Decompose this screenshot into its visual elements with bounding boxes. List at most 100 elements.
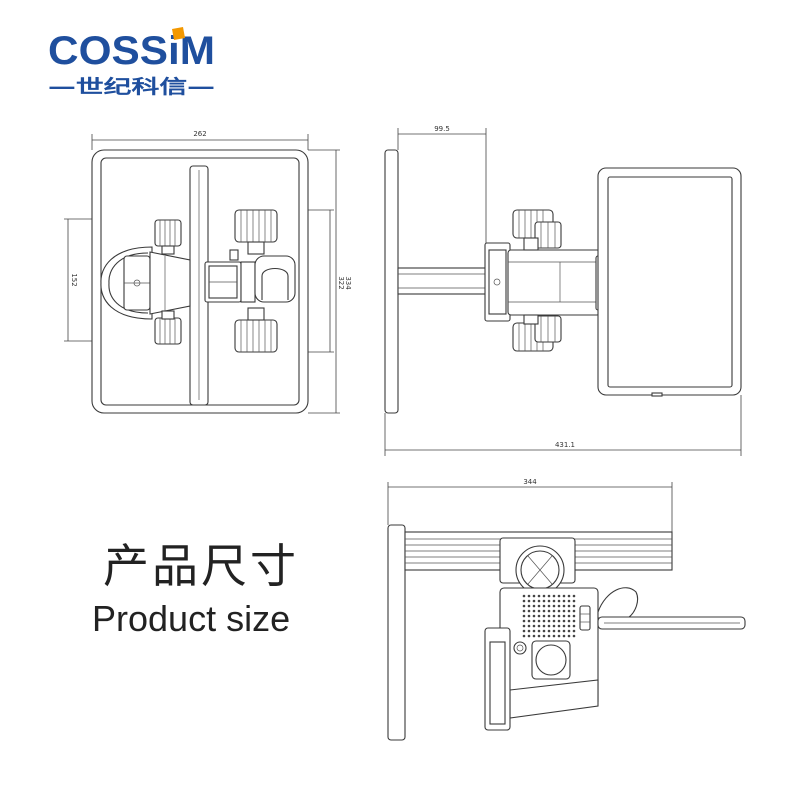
speaker-hole [557,619,561,623]
speaker-hole [532,604,536,608]
logo-wordmark: COSSiM [48,29,215,73]
dimension-label: 99.5 [434,125,450,133]
speaker-hole [552,614,556,618]
focus-dial-bottom [515,545,565,595]
speaker-hole [547,609,551,613]
speaker-hole [522,629,526,633]
speaker-hole [532,594,536,598]
speaker-hole [542,624,546,628]
bottom-view: 344 [387,478,746,741]
speaker-hole [572,604,576,608]
dimension-right-height: 322 334 [277,149,352,414]
speaker-hole [537,634,541,638]
focus-knob-left-upper [154,219,182,255]
speaker-hole [557,599,561,603]
dimension-label: 152 [70,273,78,286]
speaker-hole [522,624,526,628]
caption-title-chinese: 产品尺寸 [103,539,299,593]
dimension-label: 344 [523,478,537,486]
focus-knob-left-lower [154,310,182,345]
speaker-hole [532,624,536,628]
speaker-hole [547,619,551,623]
camera-housing-top [100,246,191,320]
speaker-hole [527,604,531,608]
speaker-hole [527,619,531,623]
speaker-hole [547,634,551,638]
speaker-hole [537,624,541,628]
speaker-hole [552,619,556,623]
speaker-hole [527,599,531,603]
speaker-hole [572,614,576,618]
speaker-hole [567,604,571,608]
base-plate-side [384,149,399,414]
dimension-label: 262 [193,130,206,138]
speaker-hole [542,614,546,618]
speaker-hole [522,614,526,618]
speaker-hole [537,629,541,633]
speaker-hole [552,629,556,633]
speaker-hole [547,594,551,598]
speaker-hole [537,594,541,598]
speaker-hole [572,609,576,613]
speaker-hole [542,599,546,603]
speaker-hole [567,624,571,628]
speaker-hole [552,604,556,608]
speaker-hole [527,614,531,618]
speaker-hole [532,619,536,623]
speaker-hole [562,624,566,628]
column-clamp-side [484,242,511,322]
speaker-hole [522,604,526,608]
speaker-hole [567,594,571,598]
lens-circle [535,644,567,676]
camera-body-side [507,249,601,316]
speaker-hole [542,634,546,638]
speaker-hole [537,609,541,613]
speaker-hole [557,629,561,633]
monitor-side [597,167,742,397]
speaker-hole [537,614,541,618]
speaker-hole [547,614,551,618]
speaker-hole [567,619,571,623]
knob-upper-side [512,209,562,251]
speaker-hole [562,604,566,608]
speaker-hole [562,609,566,613]
speaker-hole [547,629,551,633]
camera-body-bottom [499,587,599,719]
speaker-hole [552,599,556,603]
speaker-hole [522,634,526,638]
speaker-hole [527,629,531,633]
speaker-hole [532,609,536,613]
speaker-hole [542,619,546,623]
speaker-hole [527,624,531,628]
speaker-hole [522,599,526,603]
speaker-hole [557,614,561,618]
speaker-hole [562,619,566,623]
caption-title-english: Product size [92,598,291,639]
speaker-hole [552,594,556,598]
speaker-hole [532,629,536,633]
speaker-hole [562,614,566,618]
speaker-hole [562,629,566,633]
dimension-total-depth: 431.1 [384,395,742,456]
speaker-hole [527,609,531,613]
speaker-hole [562,594,566,598]
speaker-hole [542,594,546,598]
base-plate-bottom [387,524,406,741]
speaker-hole [522,609,526,613]
speaker-hole [522,619,526,623]
speaker-hole [567,614,571,618]
speaker-hole [572,629,576,633]
speaker-hole [567,599,571,603]
speaker-hole [552,609,556,613]
speaker-hole [532,614,536,618]
logo-tagline: —世纪科信— [48,75,215,98]
speaker-hole [527,594,531,598]
speaker-hole [567,634,571,638]
speaker-hole [572,599,576,603]
speaker-hole [572,594,576,598]
speaker-hole [537,604,541,608]
column-clamp-top [204,249,242,303]
indicator-port [513,641,527,655]
speaker-hole [542,609,546,613]
